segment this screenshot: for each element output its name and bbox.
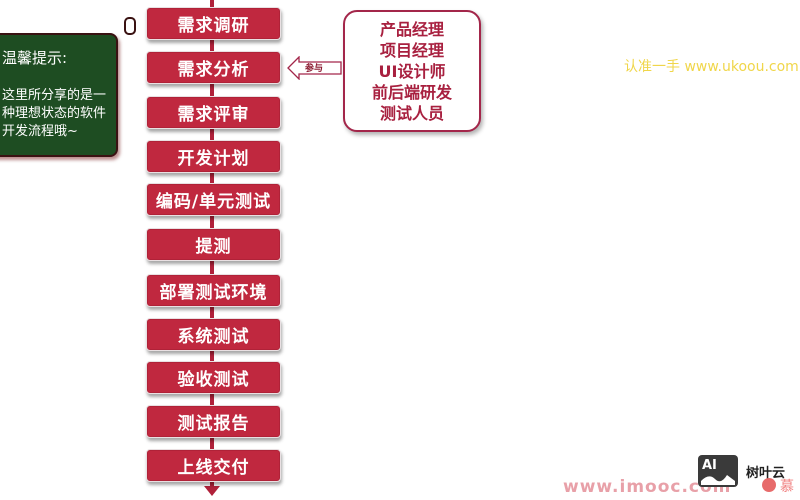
role-item: 项目经理 [379, 40, 444, 60]
flow-step-9: 验收测试 [146, 361, 281, 394]
flow-step-4: 开发计划 [146, 140, 281, 173]
flow-step-3: 需求评审 [146, 96, 281, 129]
ai-badge-text: AI [702, 458, 717, 473]
ai-brand-label: 树叶云 [746, 466, 786, 481]
flow-step-10: 测试报告 [146, 405, 281, 438]
imooc-mark: 慕 [780, 479, 794, 495]
flow-step-2: 需求分析 [146, 51, 281, 84]
tip-body: 这里所分享的是一 种理想状态的软件 开发流程哦~ [2, 88, 107, 139]
flow-step-8: 系统测试 [146, 318, 281, 351]
flow-step-1: 需求调研 [146, 7, 281, 40]
tip-hook-icon [124, 17, 136, 35]
tip-title: 温馨提示: [2, 49, 68, 67]
ai-badge-icon: AI [698, 455, 738, 487]
flow-step-11: 上线交付 [146, 449, 281, 482]
role-item: UI设计师 [378, 61, 446, 81]
flow-step-5: 编码/单元测试 [146, 183, 281, 216]
participate-arrow-icon [287, 56, 342, 80]
role-item: 前后端研发 [371, 82, 452, 102]
role-item: 产品经理 [379, 19, 444, 39]
participate-label: 参与 [305, 64, 324, 74]
flow-step-6: 提测 [146, 228, 281, 261]
role-item: 测试人员 [379, 103, 444, 123]
tip-board: 温馨提示: 这里所分享的是一 种理想状态的软件 开发流程哦~ [0, 17, 136, 157]
ukoou-watermark: 认准一手 www.ukoou.com [624, 59, 799, 75]
imooc-watermark: www.imooc.com [563, 477, 732, 497]
roles-box: 产品经理 项目经理 UI设计师 前后端研发 测试人员 [343, 10, 481, 132]
flow-step-7: 部署测试环境 [146, 274, 281, 307]
imooc-flame-icon [762, 478, 776, 492]
mountain-icon [701, 475, 735, 485]
flow-end-arrow-icon [204, 486, 220, 496]
